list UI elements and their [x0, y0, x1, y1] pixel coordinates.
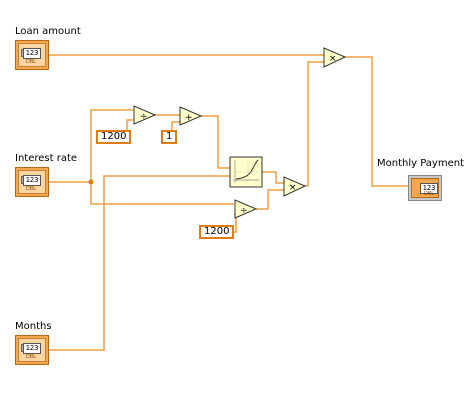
constant-1200-bottom[interactable]: 1200	[199, 225, 235, 239]
monthly-payment-type: DBL	[424, 191, 435, 197]
multiply-node-2-symbol: ×	[289, 183, 297, 193]
months-terminal-face: 123 DBL	[18, 338, 46, 362]
add-node[interactable]: +	[179, 106, 203, 126]
interest-rate-numeric: 123	[23, 175, 41, 186]
interest-rate-terminal[interactable]: 123 DBL	[15, 167, 49, 197]
monthly-payment-terminal-face: 123 DBL	[411, 178, 439, 198]
loan-amount-terminal-face: 123 DBL	[18, 43, 46, 67]
wire-power-to-multiply2[interactable]	[262, 171, 284, 184]
divide-node-1-symbol: ÷	[140, 112, 148, 122]
wire-interest-to-divide1[interactable]	[90, 109, 133, 182]
loan-amount-label: Loan amount	[15, 26, 81, 37]
months-type: DBL	[26, 354, 37, 360]
add-node-symbol: +	[185, 113, 193, 123]
divide-node-1[interactable]: ÷	[133, 105, 157, 125]
interest-rate-terminal-face: 123 DBL	[18, 170, 46, 194]
multiply-node-1-symbol: ×	[329, 54, 337, 64]
constant-1[interactable]: 1	[161, 130, 178, 144]
wire-add-to-power[interactable]	[200, 115, 230, 169]
loan-amount-type: DBL	[26, 59, 37, 65]
months-label: Months	[15, 321, 52, 332]
interest-rate-label: Interest rate	[15, 153, 78, 164]
divide-node-2[interactable]: ÷	[234, 199, 258, 219]
monthly-payment-numeric: 123	[420, 183, 438, 194]
wire-interest-to-divide2[interactable]	[90, 182, 234, 205]
monthly-payment-label: Monthly Payment	[377, 158, 464, 169]
divide-node-2-symbol: ÷	[240, 206, 248, 216]
months-numeric: 123	[23, 343, 41, 354]
constant-1200-top[interactable]: 1200	[96, 130, 132, 144]
loan-amount-numeric: 123	[23, 48, 41, 59]
months-terminal[interactable]: 123 DBL	[15, 335, 49, 365]
power-function-node[interactable]	[229, 156, 263, 188]
wires	[49, 54, 408, 351]
wire-multiply2-to-multiply[interactable]	[304, 61, 324, 187]
loan-amount-terminal[interactable]: 123 DBL	[15, 40, 49, 70]
multiply-node-2[interactable]: ×	[283, 176, 307, 197]
monthly-payment-terminal[interactable]: 123 DBL	[408, 175, 442, 201]
wire-divide2-to-multiply2[interactable]	[256, 189, 284, 210]
wire-months-to-power[interactable]	[49, 175, 230, 351]
interest-rate-type: DBL	[26, 186, 37, 192]
multiply-node-1[interactable]: ×	[323, 47, 347, 68]
wire-junction-dot	[88, 179, 94, 185]
wire-multiply-to-output[interactable]	[344, 56, 408, 187]
